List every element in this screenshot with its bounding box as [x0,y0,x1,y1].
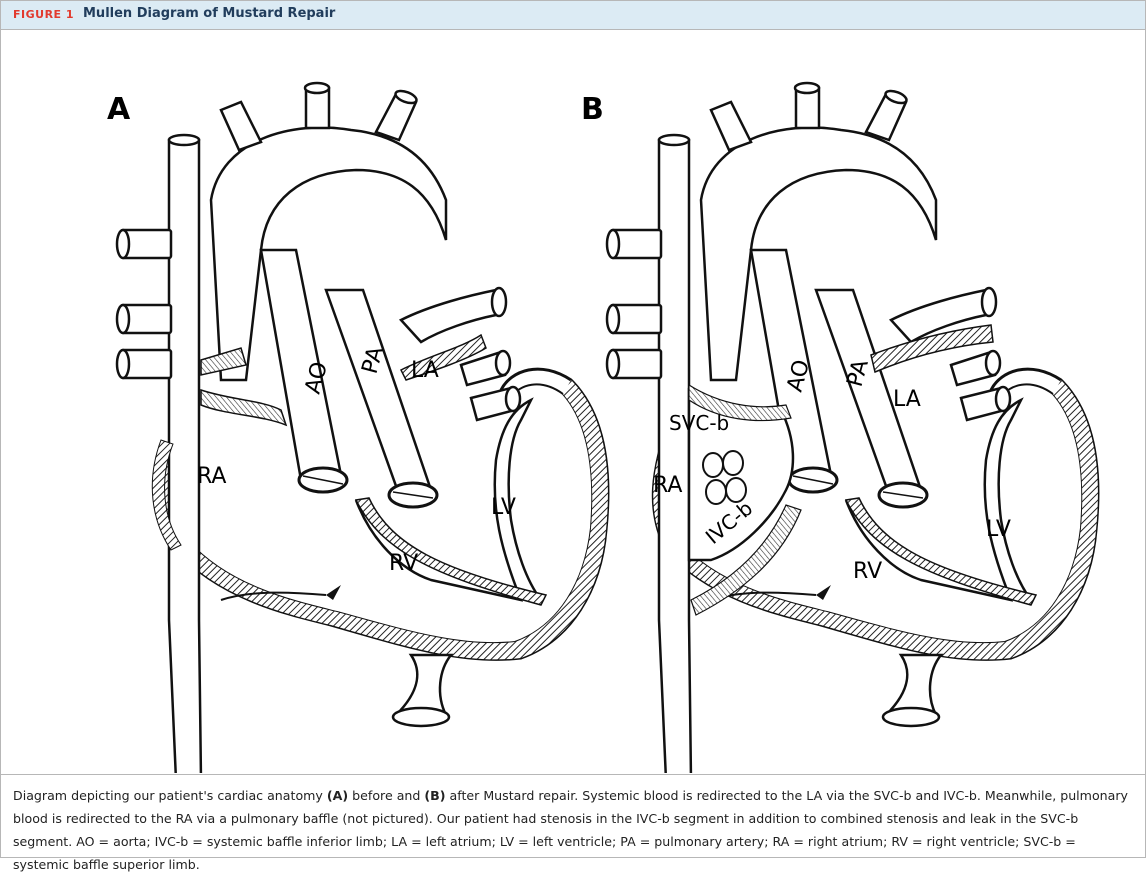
label-ra-b: RA [653,473,682,498]
label-svcb-b: SVC-b [669,411,729,435]
label-rv-a: RV [389,551,418,576]
caption-part-2: before and [348,788,424,803]
figure-caption: Diagram depicting our patient's cardiac … [13,784,1133,876]
label-rv-b: RV [853,559,882,584]
caption-ref-b: (B) [424,788,445,803]
figure-number: FIGURE 1 [13,8,74,21]
label-la-a: LA [411,358,439,383]
panel-b-letter: B [581,92,604,127]
mustard-diagram: A B AO PA LA RA LV RV SVC-b RA IVC-b AO … [1,30,1145,773]
caption-ref-a: (A) [327,788,348,803]
caption-divider [1,774,1145,775]
label-ra-a: RA [197,464,226,489]
figure-title: Mullen Diagram of Mustard Repair [83,6,335,21]
label-lv-a: LV [491,495,516,520]
panel-a-letter: A [107,92,131,127]
panel-a [117,83,608,773]
label-la-b: LA [893,387,921,412]
figure-frame: FIGURE 1 Mullen Diagram of Mustard Repai… [0,0,1146,858]
figure-header: FIGURE 1 Mullen Diagram of Mustard Repai… [1,1,1145,30]
label-lv-b: LV [986,517,1011,542]
caption-part-1: Diagram depicting our patient's cardiac … [13,788,327,803]
